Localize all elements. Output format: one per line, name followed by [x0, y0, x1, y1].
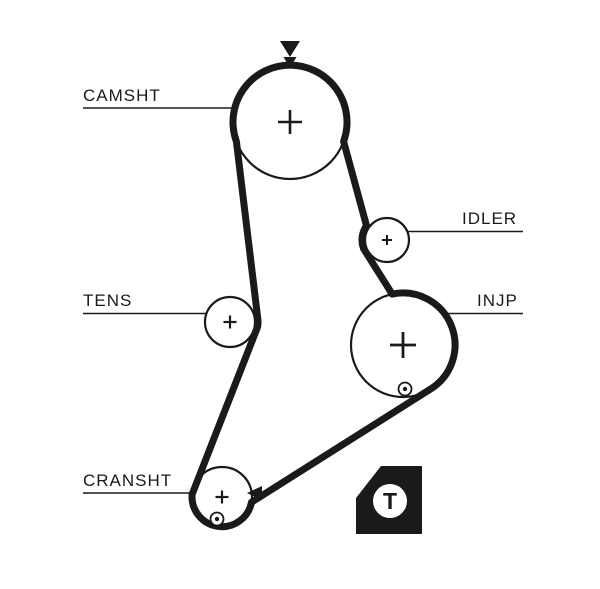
injection-pump-timing-dot-icon — [397, 381, 413, 397]
center-crosses — [215, 110, 416, 504]
special-tool-badge: T — [356, 466, 422, 534]
crankshaft-timing-dot-icon — [209, 511, 225, 527]
labels: CAMSHT IDLER TENS INJP CRANSHT — [83, 86, 518, 490]
tool-badge-letter: T — [383, 488, 397, 514]
idler-center-cross-icon — [382, 235, 392, 245]
camshaft-timing-arrows — [280, 41, 300, 68]
camshaft-center-cross-icon — [278, 110, 302, 134]
injection-pump-label: INJP — [477, 291, 518, 310]
timing-dots — [209, 381, 413, 527]
timing-arrow-outer-icon — [280, 41, 300, 57]
timing-belt-path — [188, 61, 459, 531]
idler-label: IDLER — [462, 209, 517, 228]
tensioner-label: TENS — [83, 291, 132, 310]
tensioner-center-cross-icon — [223, 315, 237, 329]
injection-pump-center-cross-icon — [390, 332, 416, 358]
tool-badge-circle — [373, 484, 407, 518]
crankshaft-center-cross-icon — [215, 490, 229, 504]
camshaft-label: CAMSHT — [83, 86, 161, 105]
crankshaft-direction-arrow-icon — [247, 486, 262, 500]
leader-lines — [83, 107, 523, 494]
crankshaft-label: CRANSHT — [83, 471, 172, 490]
timing-arrow-inner-icon — [283, 57, 297, 68]
